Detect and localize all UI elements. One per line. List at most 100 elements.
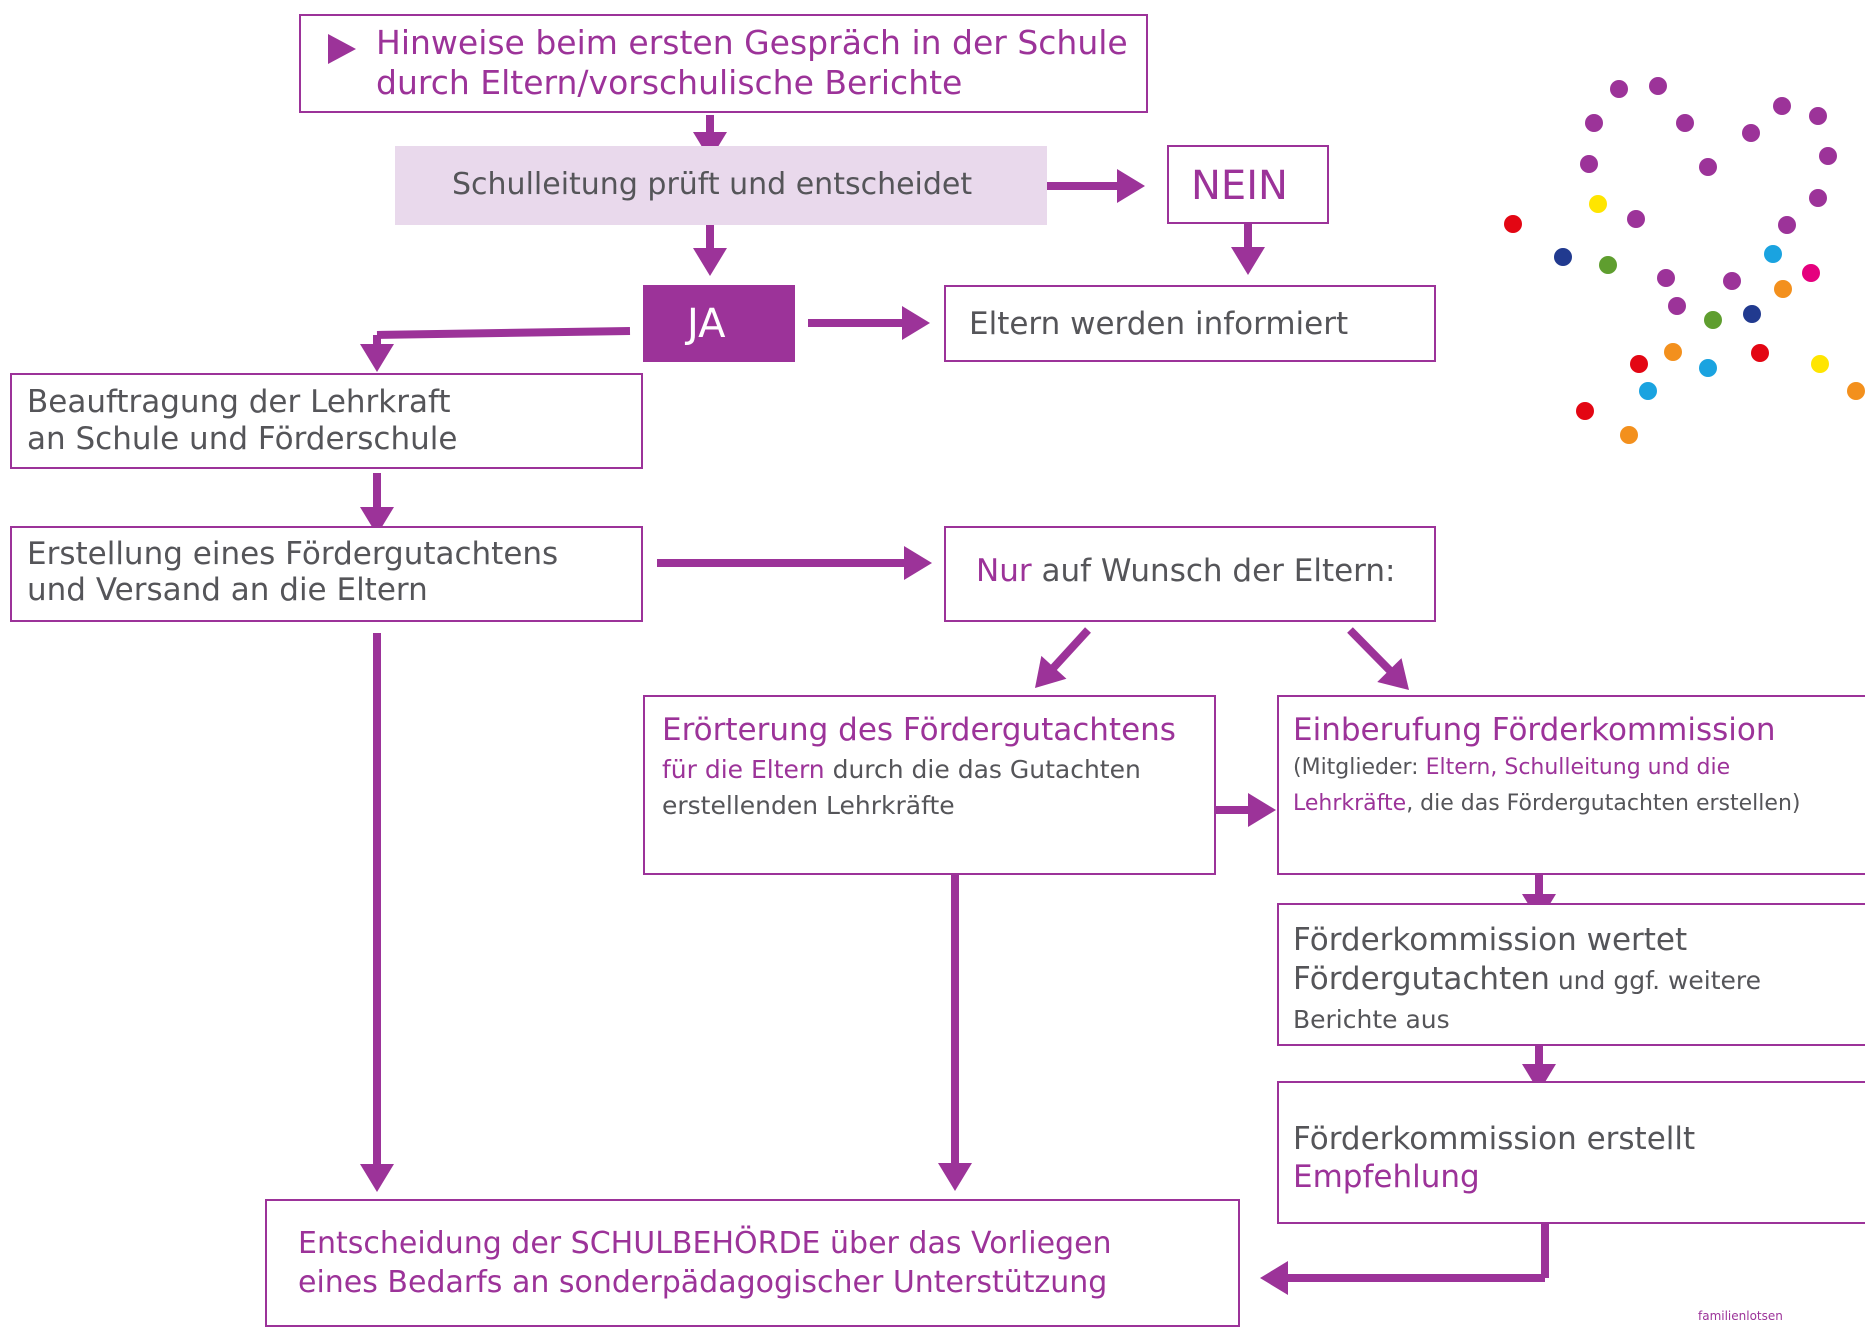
discussion-line2: für die Eltern durch die das Gutachten bbox=[662, 754, 1141, 785]
assignment-line1: Beauftragung der Lehrkraft bbox=[27, 384, 451, 420]
evaluation-line2-small: und ggf. weitere bbox=[1549, 966, 1762, 995]
confetti-dot bbox=[1649, 77, 1667, 95]
report-line1: Erstellung eines Fördergutachtens bbox=[27, 536, 559, 572]
no-label: NEIN bbox=[1191, 163, 1288, 209]
confetti-dot bbox=[1639, 382, 1657, 400]
confetti-dot bbox=[1627, 210, 1645, 228]
arrow-review-to-yes-head bbox=[693, 248, 727, 276]
arrow-discussion-to-commission-head bbox=[1248, 793, 1276, 827]
confetti-dot bbox=[1773, 97, 1791, 115]
commission-line3: Lehrkräfte, die das Fördergutachten erst… bbox=[1293, 790, 1800, 818]
confetti-dot bbox=[1620, 426, 1638, 444]
discussion-line2-rest: durch die das Gutachten bbox=[824, 755, 1141, 784]
confetti-dot bbox=[1630, 355, 1648, 373]
confetti-dot bbox=[1847, 382, 1865, 400]
discussion-box: Erörterung des Fördergutachtens für die … bbox=[643, 695, 1216, 875]
recommendation-line2: Empfehlung bbox=[1293, 1159, 1480, 1195]
arrow-review-to-no-head bbox=[1117, 169, 1145, 203]
commission-line2: (Mitglieder: Eltern, Schulleitung und di… bbox=[1293, 754, 1730, 782]
confetti-dot bbox=[1585, 114, 1603, 132]
arrow-recommendation-to-decision-head bbox=[1260, 1261, 1288, 1295]
confetti-dot bbox=[1610, 80, 1628, 98]
commission-line2-prefix: (Mitglieder: bbox=[1293, 755, 1426, 780]
confetti-dot bbox=[1778, 216, 1796, 234]
recommendation-box: Förderkommission erstellt Empfehlung bbox=[1277, 1081, 1865, 1224]
on-request-box: Nur auf Wunsch der Eltern: bbox=[944, 526, 1436, 622]
confetti-dot bbox=[1809, 107, 1827, 125]
discussion-title: Erörterung des Fördergutachtens bbox=[662, 712, 1176, 748]
footer-credit: familienlotsen bbox=[1698, 1309, 1783, 1323]
confetti-dot bbox=[1802, 264, 1820, 282]
confetti-dot bbox=[1774, 280, 1792, 298]
evaluation-line3: Berichte aus bbox=[1293, 1005, 1450, 1034]
on-request-label: Nur auf Wunsch der Eltern: bbox=[976, 552, 1395, 591]
start-box-line2: durch Eltern/vorschulische Berichte bbox=[376, 63, 963, 102]
confetti-dot bbox=[1819, 147, 1837, 165]
confetti-dot bbox=[1580, 155, 1598, 173]
commission-line3-rest: , die das Fördergutachten erstellen) bbox=[1406, 791, 1801, 816]
confetti-dot bbox=[1742, 124, 1760, 142]
discussion-line3: erstellenden Lehrkräfte bbox=[662, 791, 955, 820]
review-box: Schulleitung prüft und entscheidet bbox=[395, 146, 1047, 225]
start-box: Hinweise beim ersten Gespräch in der Sch… bbox=[299, 14, 1148, 113]
arrow-yes-to-assignment-segment bbox=[376, 327, 631, 339]
confetti-dot bbox=[1764, 245, 1782, 263]
confetti-dot bbox=[1599, 256, 1617, 274]
confetti-dot bbox=[1699, 359, 1717, 377]
arrow-report-to-decision-head bbox=[360, 1164, 394, 1192]
decision-line2: eines Bedarfs an sonderpädagogischer Unt… bbox=[298, 1265, 1108, 1300]
assignment-line2: an Schule und Förderschule bbox=[27, 421, 458, 457]
confetti-dot bbox=[1668, 297, 1686, 315]
arrow-yes-to-informed-head bbox=[902, 306, 930, 340]
decision-line1: Entscheidung der SCHULBEHÖRDE über das V… bbox=[298, 1226, 1112, 1261]
report-box: Erstellung eines Fördergutachtens und Ve… bbox=[10, 526, 643, 622]
commission-line2-highlight: Eltern, Schulleitung und die bbox=[1425, 755, 1731, 780]
evaluation-line2: Fördergutachten und ggf. weitere bbox=[1293, 960, 1761, 999]
yes-label: JA bbox=[687, 301, 726, 347]
on-request-rest: auf Wunsch der Eltern: bbox=[1031, 553, 1396, 589]
start-box-line1: Hinweise beim ersten Gespräch in der Sch… bbox=[376, 23, 1128, 62]
parents-informed-label: Eltern werden informiert bbox=[969, 306, 1349, 342]
confetti-dot bbox=[1676, 114, 1694, 132]
arrow-request-to-discussion-segment bbox=[1045, 627, 1091, 676]
play-triangle-icon bbox=[328, 34, 356, 64]
confetti-dot bbox=[1664, 343, 1682, 361]
report-line2: und Versand an die Eltern bbox=[27, 572, 428, 608]
confetti-dot bbox=[1811, 355, 1829, 373]
arrow-report-to-request-head bbox=[904, 546, 932, 580]
discussion-line2-highlight: für die Eltern bbox=[662, 755, 825, 784]
yes-box: JA bbox=[643, 285, 795, 362]
arrow-request-to-discussion-head bbox=[1035, 655, 1067, 688]
confetti-dot bbox=[1723, 272, 1741, 290]
arrow-request-to-commission-segment bbox=[1347, 627, 1398, 679]
on-request-highlight: Nur bbox=[976, 553, 1032, 589]
arrow-no-to-informed-head bbox=[1231, 247, 1265, 275]
confetti-dot bbox=[1657, 269, 1675, 287]
commission-title: Einberufung Förderkommission bbox=[1293, 712, 1776, 748]
recommendation-line1: Förderkommission erstellt bbox=[1293, 1121, 1696, 1157]
evaluation-box: Förderkommission wertet Fördergutachten … bbox=[1277, 903, 1865, 1046]
no-box: NEIN bbox=[1167, 145, 1329, 224]
arrow-yes-to-assignment-head bbox=[360, 344, 394, 372]
arrow-assignment-to-report-head bbox=[360, 507, 394, 535]
confetti-dot bbox=[1504, 215, 1522, 233]
confetti-dot bbox=[1704, 311, 1722, 329]
arrow-discussion-to-decision-head bbox=[938, 1163, 972, 1191]
confetti-dot bbox=[1576, 402, 1594, 420]
confetti-dot bbox=[1699, 158, 1717, 176]
arrow-evaluation-to-recommendation-head bbox=[1522, 1064, 1556, 1092]
parents-informed-box: Eltern werden informiert bbox=[944, 285, 1436, 362]
confetti-dot bbox=[1589, 195, 1607, 213]
review-label: Schulleitung prüft und entscheidet bbox=[452, 167, 973, 202]
confetti-dot bbox=[1809, 189, 1827, 207]
confetti-dot bbox=[1751, 344, 1769, 362]
evaluation-line1: Förderkommission wertet bbox=[1293, 922, 1688, 958]
evaluation-line2-big: Fördergutachten bbox=[1293, 961, 1550, 997]
assignment-box: Beauftragung der Lehrkraft an Schule und… bbox=[10, 373, 643, 469]
arrow-request-to-commission-head bbox=[1377, 658, 1409, 690]
confetti-dot bbox=[1554, 248, 1572, 266]
commission-box: Einberufung Förderkommission (Mitglieder… bbox=[1277, 695, 1865, 875]
confetti-dot bbox=[1743, 305, 1761, 323]
